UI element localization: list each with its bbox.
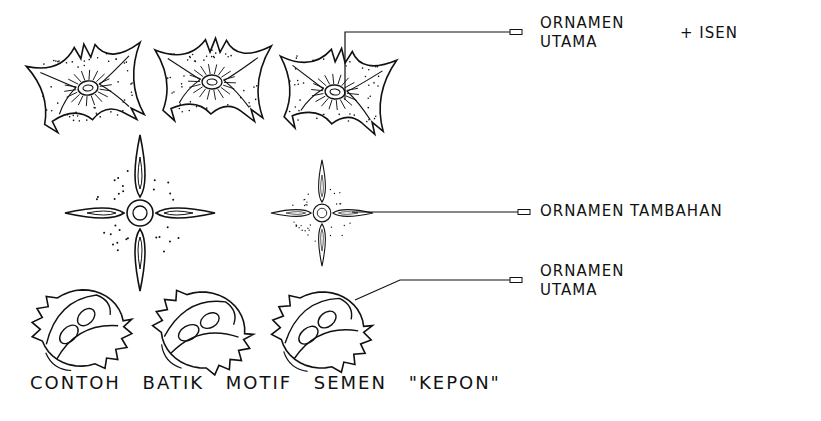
callout-label: ORNAMEN UTAMA (540, 262, 650, 300)
callout-label: ORNAMEN UTAMA (540, 14, 650, 52)
main-ornament (268, 288, 376, 378)
main-ornament (26, 282, 140, 380)
secondary-ornament (65, 135, 215, 291)
main-ornament (24, 36, 151, 135)
leader-line (345, 32, 522, 100)
callout-label: + ISEN (680, 24, 760, 43)
main-ornament (149, 288, 257, 378)
leader-end (510, 278, 522, 283)
leader-line (355, 280, 522, 300)
main-ornament (273, 42, 397, 138)
callout-label: ORNAMEN TAMBAHAN (540, 202, 770, 221)
leader-line (352, 211, 530, 212)
leader-end (510, 30, 522, 35)
secondary-ornament (271, 160, 373, 266)
main-ornament (153, 36, 272, 124)
caption: CONTOH BATIK MOTIF SEMEN "KEPON" (30, 372, 501, 395)
leader-end (518, 210, 530, 215)
